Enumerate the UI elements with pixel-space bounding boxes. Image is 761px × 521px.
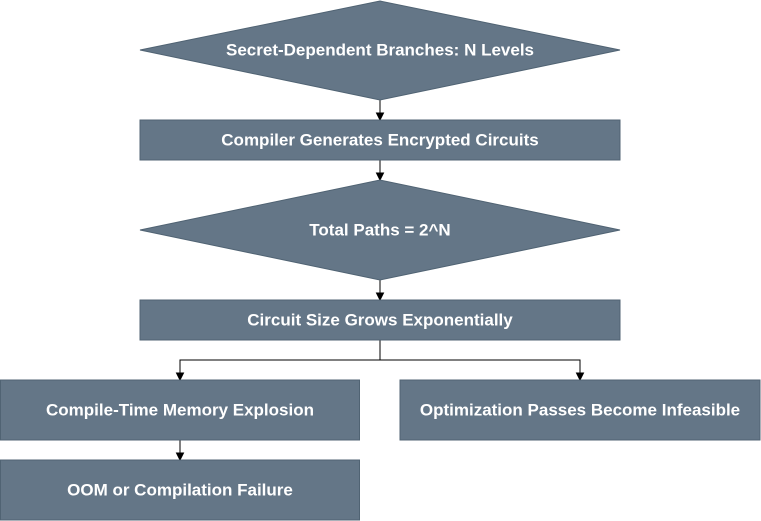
node-circuit-size-grows-label: Circuit Size Grows Exponentially: [247, 311, 513, 330]
edges: [175, 100, 585, 462]
edge-memory-to-oom: [175, 440, 185, 462]
node-oom-failure: OOM or Compilation Failure: [0, 459, 360, 521]
node-optimization-infeasible-label: Optimization Passes Become Infeasible: [420, 401, 740, 420]
node-secret-dependent-branches: Secret-Dependent Branches: N Levels: [139, 0, 621, 101]
edge-compiler-to-paths: [375, 160, 385, 182]
node-compiler-generates-circuits-label: Compiler Generates Encrypted Circuits: [221, 131, 538, 150]
node-oom-failure-label: OOM or Compilation Failure: [67, 481, 293, 500]
node-total-paths-label: Total Paths = 2^N: [309, 221, 450, 240]
edge-paths-to-circuit-size: [375, 280, 385, 302]
node-secret-dependent-branches-label: Secret-Dependent Branches: N Levels: [226, 41, 534, 60]
edge-circuit-size-to-optimization: [380, 359, 585, 382]
edge-secret-to-compiler: [375, 100, 385, 122]
node-circuit-size-grows: Circuit Size Grows Exponentially: [139, 299, 621, 341]
edge-circuit-size-to-memory: [175, 340, 381, 382]
node-memory-explosion-label: Compile-Time Memory Explosion: [46, 401, 314, 420]
node-memory-explosion: Compile-Time Memory Explosion: [0, 379, 360, 441]
node-compiler-generates-circuits: Compiler Generates Encrypted Circuits: [139, 119, 621, 161]
node-optimization-infeasible: Optimization Passes Become Infeasible: [399, 379, 761, 441]
node-total-paths: Total Paths = 2^N: [139, 179, 621, 281]
